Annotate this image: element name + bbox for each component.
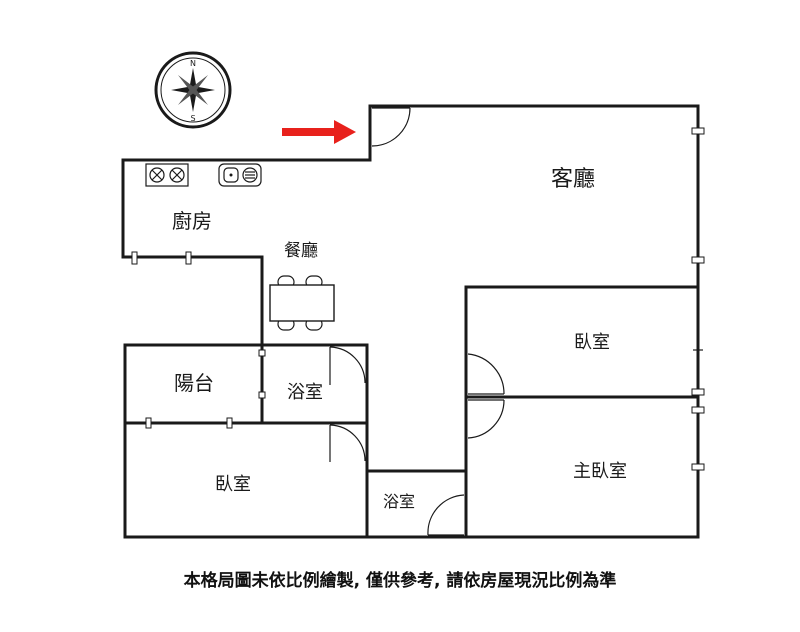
room-label-bedroom-left: 臥室	[215, 474, 251, 495]
compass-north-label: N	[190, 59, 196, 68]
room-label-bath-2: 浴室	[383, 492, 415, 511]
compass-south-label: S	[190, 114, 195, 123]
room-label-kitchen: 廚房	[172, 209, 212, 233]
room-label-bedroom-right: 臥室	[574, 332, 610, 353]
compass-icon: N S	[154, 51, 232, 129]
doors	[329, 107, 505, 536]
dining-table-icon	[269, 275, 335, 331]
room-label-balcony: 陽台	[174, 371, 214, 395]
room-label-master-bedroom: 主臥室	[573, 461, 627, 482]
walls	[121, 104, 700, 539]
wall-windows	[131, 127, 705, 471]
room-label-bath-1: 浴室	[287, 382, 323, 403]
sink-icon	[218, 163, 262, 187]
stove-icon	[145, 163, 189, 187]
room-label-living-room: 客廳	[551, 167, 595, 192]
disclaimer-text: 本格局圖未依比例繪製, 僅供參考, 請依房屋現況比例為準	[183, 571, 617, 591]
entrance-arrow-icon	[282, 120, 356, 144]
room-label-dining-room: 餐廳	[284, 241, 318, 261]
